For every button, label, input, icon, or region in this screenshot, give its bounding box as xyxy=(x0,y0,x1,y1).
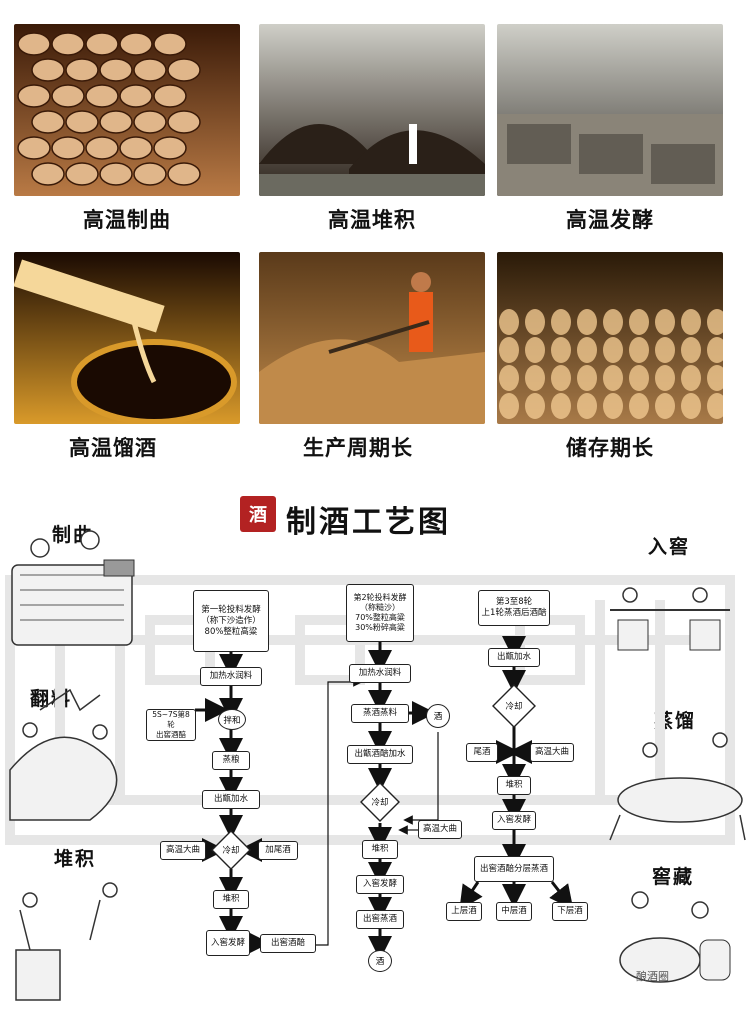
photo-3 xyxy=(497,24,723,196)
c3-upper-liquor: 上层酒 xyxy=(446,902,482,921)
diagram-title: 制酒工艺图 xyxy=(286,505,451,540)
c3-pile: 堆积 xyxy=(497,776,531,795)
label-rujiao: 入窖 xyxy=(648,536,691,558)
c3-middle-liquor: 中层酒 xyxy=(496,902,532,921)
worker-shoveling-photo xyxy=(259,252,485,424)
c2-cool-label: 冷却 xyxy=(371,798,389,808)
grain-heaps-warehouse-photo xyxy=(259,24,485,196)
seal-icon: 酒 xyxy=(240,496,276,532)
flowchart-canvas xyxy=(5,530,746,1001)
c1-mix: 拌和 xyxy=(218,709,246,730)
fanliao-illustration xyxy=(9,688,118,821)
c2-cool-diamond xyxy=(360,782,400,822)
photo-1 xyxy=(14,24,240,196)
zhiqu-illustration xyxy=(11,530,135,646)
c1-ferment: 入窖发酵 xyxy=(206,930,250,956)
c2-add-water: 出甑酒醅加水 xyxy=(347,745,413,764)
c1-cool-label: 冷却 xyxy=(222,846,240,856)
c2-out-pit-steam: 出窖蒸酒 xyxy=(356,910,404,929)
c1-pile: 堆积 xyxy=(213,890,249,909)
c1-out-pit: 出窖酒醅 xyxy=(260,934,316,953)
rujiao-illustration xyxy=(610,587,730,651)
c2-second-round: 第2轮投料发酵 （称糙沙） 70%整粒高粱 30%粉碎高粱 xyxy=(346,584,414,642)
c1-steam-grain: 蒸粮 xyxy=(212,751,250,770)
c1-high-temp-qu: 高温大曲 xyxy=(160,841,206,860)
label-jiaocang: 窖藏 xyxy=(652,866,695,888)
duiji-illustration xyxy=(15,882,118,1001)
c2-end-liquor: 酒 xyxy=(368,950,392,972)
c3-ferment: 入窖发酵 xyxy=(492,811,536,830)
c3-add-water: 出甑加水 xyxy=(488,648,540,667)
photo-6 xyxy=(497,252,723,424)
c3-lower-liquor: 下层酒 xyxy=(552,902,588,921)
c3-rounds-3-8: 第3至8轮 上1轮蒸酒后酒醅 xyxy=(478,590,550,626)
caption-5: 生产周期长 xyxy=(303,436,413,460)
caption-1: 高温制曲 xyxy=(83,208,171,232)
jar-cellar-photo xyxy=(497,252,723,424)
photo-5 xyxy=(259,252,485,424)
c1-add-hot-water: 加热水润料 xyxy=(200,667,262,686)
zhengliu-illustration xyxy=(609,732,746,841)
fermentation-pits-photo xyxy=(497,24,723,196)
c2-liquor: 酒 xyxy=(426,704,450,728)
c3-high-temp-qu: 高温大曲 xyxy=(530,743,574,762)
c2-add-hot-water: 加热水润料 xyxy=(349,664,411,683)
label-duiji: 堆积 xyxy=(54,848,97,870)
qu-brick-pile-photo xyxy=(14,24,240,196)
c3-layered-steam: 出窖酒醅分层蒸酒 xyxy=(474,856,554,882)
photo-2 xyxy=(259,24,485,196)
caption-2: 高温堆积 xyxy=(328,208,416,232)
c3-tail-liquor: 尾酒 xyxy=(466,743,498,762)
photo-4 xyxy=(14,252,240,424)
c1-cool-diamond xyxy=(211,830,251,870)
c2-high-temp-qu: 高温大曲 xyxy=(418,820,462,839)
caption-4: 高温馏酒 xyxy=(69,436,157,460)
caption-6: 储存期长 xyxy=(566,436,654,460)
c1-left-input: 5S~7S第8轮 出窖酒醅 xyxy=(146,709,196,741)
c3-cool-label: 冷却 xyxy=(505,702,523,712)
caption-3: 高温发酵 xyxy=(566,208,654,232)
c1-add-tail-liquor: 加尾酒 xyxy=(258,841,298,860)
c1-first-round: 第一轮投料发酵 （称下沙造作） 80%整粒高粱 xyxy=(193,590,269,652)
c2-steam-liquor: 蒸酒蒸料 xyxy=(351,704,409,723)
watermark-text: 酿酒圈 xyxy=(636,970,669,983)
c1-add-water: 出甑加水 xyxy=(202,790,260,809)
distilling-pipe-photo xyxy=(14,252,240,424)
c2-pile: 堆积 xyxy=(362,840,398,859)
c3-cool-diamond xyxy=(492,684,536,728)
c2-ferment: 入窖发酵 xyxy=(356,875,404,894)
jiaocang-illustration xyxy=(619,891,731,983)
